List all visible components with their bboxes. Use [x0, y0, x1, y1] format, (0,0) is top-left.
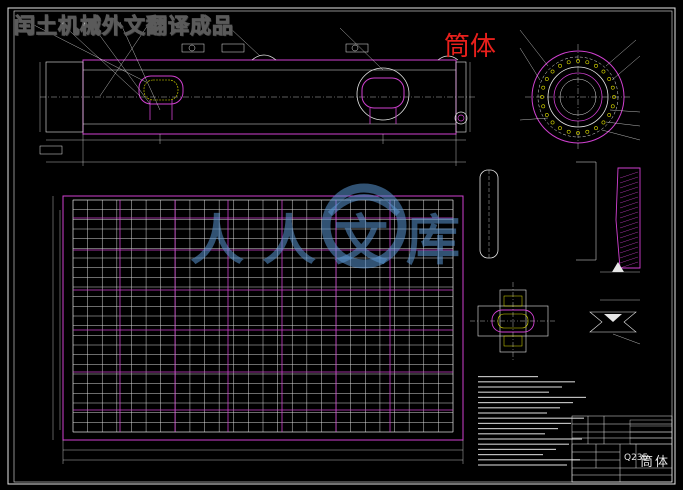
hatch-line [619, 186, 639, 194]
bolt-hole [612, 95, 616, 99]
bolt-hole [601, 69, 606, 74]
bolt-hole [585, 60, 590, 65]
leader-line [519, 117, 549, 121]
leader-line [605, 121, 641, 127]
hatch-line [619, 191, 639, 199]
hatch-line [619, 226, 639, 234]
hatch-line [619, 251, 639, 259]
title-block-name: 筒体 [640, 455, 671, 470]
note-line [478, 433, 545, 435]
hatch-line [619, 236, 639, 244]
note-line [478, 464, 567, 466]
bolt-hole [610, 85, 615, 90]
bolt-hole [566, 60, 571, 65]
note-line [478, 412, 547, 414]
note-line [478, 454, 543, 456]
note-line [478, 438, 582, 440]
drawing-frame-inner [13, 10, 673, 483]
note-line [478, 391, 549, 393]
hatch-line [619, 221, 639, 229]
note-line [478, 376, 538, 378]
watermark-logo [321, 183, 407, 269]
note-line [478, 386, 562, 388]
hatch-line [619, 246, 639, 254]
manhole-right [356, 67, 410, 121]
bolt-hole [544, 113, 549, 117]
watermark-text: 人人文库 [190, 209, 478, 272]
leader-line [605, 39, 637, 67]
grid-view [52, 195, 464, 464]
note-line [478, 402, 573, 404]
hatch-line [619, 216, 639, 224]
hatch-line [619, 211, 639, 219]
bolt-hole [541, 104, 546, 109]
hatch-line [619, 176, 639, 184]
bolt-hole [576, 59, 580, 63]
bolt-hole [594, 63, 598, 68]
material-label: Q235 [624, 453, 649, 463]
detail-weld [589, 299, 641, 345]
bolt-hole [610, 104, 615, 109]
bolt-hole [558, 126, 562, 131]
leader-line [609, 109, 641, 113]
grid-outline [62, 195, 464, 441]
note-line [478, 428, 558, 430]
note-line [478, 396, 586, 398]
hatch-line [619, 201, 639, 209]
end-view [519, 29, 641, 150]
leader-line [519, 29, 549, 67]
elevation-view [27, 21, 476, 166]
bolt-hole [550, 120, 555, 125]
hatch-line [619, 256, 639, 264]
note-line [478, 459, 580, 461]
bolt-hole [607, 113, 612, 117]
hatch-line [619, 206, 639, 214]
note-line [478, 448, 556, 450]
hatch-line [619, 196, 639, 204]
note-line [478, 417, 584, 419]
hatch-line [619, 171, 639, 179]
drawing-frame-outer [7, 7, 676, 485]
hatch-line [619, 231, 639, 239]
bolt-hole [550, 69, 555, 74]
leader-line [601, 129, 641, 141]
bolt-hole [540, 95, 544, 99]
manhole-left [138, 75, 184, 105]
bolt-hole [544, 77, 549, 81]
hatch-line [619, 181, 639, 189]
bolt-holes [540, 59, 616, 135]
bolt-hole [607, 77, 612, 81]
technical-notes [478, 376, 586, 466]
detail-cross [470, 282, 556, 360]
note-line [478, 443, 569, 445]
bolt-hole [585, 129, 590, 134]
bolt-hole [594, 126, 598, 131]
detail-profile [479, 161, 641, 273]
leader-line [519, 47, 541, 81]
parts-list [629, 419, 673, 445]
header-banner: 闰土机械外文翻译成品 [14, 14, 234, 39]
drawing-title: 筒体 [444, 32, 497, 62]
bolt-hole [601, 120, 606, 125]
bolt-hole [566, 129, 571, 134]
note-line [478, 381, 575, 383]
bolt-hole [541, 85, 546, 90]
hatch-line [619, 241, 639, 249]
leader-line [611, 55, 641, 81]
hatch-line [619, 261, 639, 269]
note-line [478, 422, 571, 424]
bolt-hole [576, 131, 580, 135]
bolt-hole [558, 63, 562, 68]
note-line [478, 407, 560, 409]
